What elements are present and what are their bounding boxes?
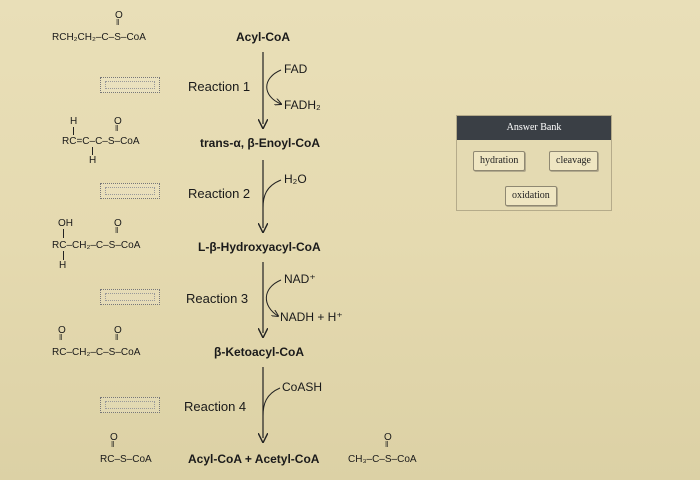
carbonyl-oxygen: O (115, 10, 123, 21)
ketoacyl-coa-structure: O O ‖ ‖ RC–CH₂–C–S–CoA (52, 325, 192, 361)
reaction-2-arrow (263, 160, 282, 228)
reaction-4-arrow (263, 367, 281, 438)
acyl-coa-name: Acyl-CoA (236, 30, 291, 44)
answer-slot-1[interactable] (100, 77, 160, 93)
reaction-3-label: Reaction 3 (186, 291, 249, 306)
carbonyl-oxygen: O (384, 432, 392, 443)
bond-line (63, 229, 64, 238)
acetyl-coa-formula: CH₃–C–S–CoA (348, 454, 417, 465)
reaction-3-output: NADH + H⁺ (280, 310, 343, 324)
reaction-2-label: Reaction 2 (188, 186, 251, 201)
product-formula: RC–S–CoA (100, 454, 152, 465)
reaction-4-label: Reaction 4 (184, 399, 247, 414)
reaction-1-label: Reaction 1 (188, 79, 251, 94)
double-bond-mark: ‖ (111, 440, 115, 449)
reaction-1-output: FADH₂ (284, 98, 321, 112)
reaction-3-input: NAD⁺ (284, 272, 316, 286)
hydroxyacyl-coa-name: L-β-Hydroxyacyl-CoA (198, 240, 321, 254)
keto-oxygen: O (58, 325, 66, 336)
double-bond-mark: ‖ (59, 333, 63, 342)
carbonyl-oxygen: O (110, 432, 118, 443)
product-acyl-coa-structure: O ‖ RC–S–CoA (100, 432, 180, 468)
reaction-4-input: CoASH (282, 380, 323, 394)
double-bond-mark: ‖ (116, 18, 120, 27)
bond-line (73, 127, 74, 135)
answer-bank-title: Answer Bank (457, 116, 611, 140)
hydroxyl-group: OH (58, 218, 73, 229)
double-bond-mark: ‖ (115, 333, 119, 342)
carbonyl-oxygen: O (114, 325, 122, 336)
acyl-coa-structure: O ‖ RCH₂CH₂–C–S–CoA (52, 10, 182, 46)
answer-slot-3[interactable] (100, 289, 160, 305)
alpha-hydrogen: H (70, 116, 78, 127)
beta-hydrogen: H (89, 155, 97, 166)
reaction-3-arrow (263, 262, 282, 333)
reaction-2-input: H₂O (284, 172, 307, 186)
enoyl-coa-structure: H O ‖ RC=C–C–S–CoA H (62, 114, 192, 166)
hydroxyacyl-coa-structure: OH O ‖ RC–CH₂–C–S–CoA H (52, 218, 192, 274)
hydroxyacyl-coa-formula: RC–CH₂–C–S–CoA (52, 240, 141, 251)
enoyl-coa-name: trans-α, β-Enoyl-CoA (200, 136, 321, 150)
double-bond-mark: ‖ (115, 124, 119, 133)
reaction-1-arrow (263, 52, 281, 124)
alpha-hydrogen: H (59, 260, 67, 271)
bond-line (92, 147, 93, 155)
products-name: Acyl-CoA + Acetyl-CoA (188, 452, 320, 466)
double-bond-mark: ‖ (385, 440, 389, 449)
bond-line (63, 251, 64, 260)
answer-option-hydration[interactable]: hydration (473, 151, 526, 171)
double-bond-mark: ‖ (115, 226, 119, 235)
acyl-coa-formula: RCH₂CH₂–C–S–CoA (52, 32, 146, 43)
acetyl-coa-structure: O ‖ CH₃–C–S–CoA (348, 432, 448, 468)
answer-option-oxidation[interactable]: oxidation (505, 186, 557, 206)
answer-slot-4[interactable] (100, 397, 160, 413)
carbonyl-oxygen: O (114, 218, 122, 229)
answer-slot-2[interactable] (100, 183, 160, 199)
carbonyl-oxygen: O (114, 116, 122, 127)
enoyl-coa-formula: RC=C–C–S–CoA (62, 136, 140, 147)
answer-bank: Answer Bank hydration cleavage oxidation (456, 115, 612, 211)
answer-option-cleavage[interactable]: cleavage (549, 151, 598, 171)
ketoacyl-coa-name: β-Ketoacyl-CoA (214, 345, 304, 359)
reaction-1-input: FAD (284, 62, 308, 76)
ketoacyl-coa-formula: RC–CH₂–C–S–CoA (52, 347, 141, 358)
